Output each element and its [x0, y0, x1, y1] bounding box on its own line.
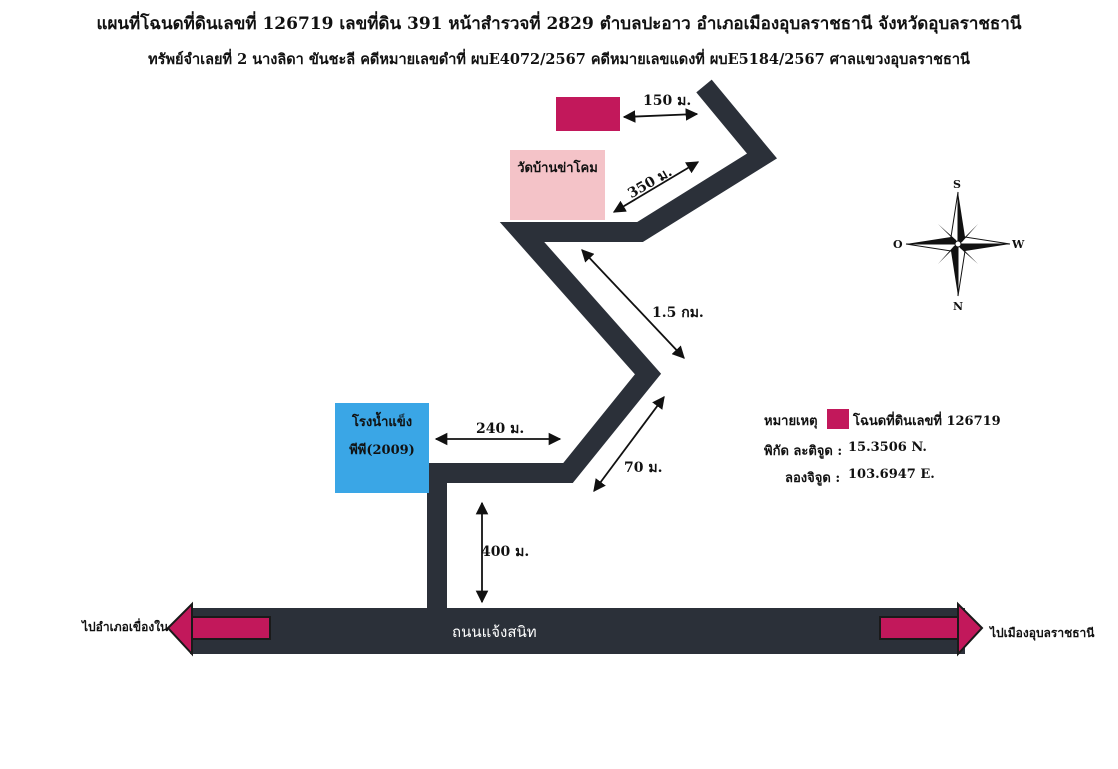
- compass-rose: [905, 191, 1011, 297]
- distance-arrows: [434, 108, 700, 604]
- ice-factory-label-2: พีพี(2009): [349, 442, 415, 458]
- distance-70m: 70 ม.: [624, 460, 663, 476]
- left-arrow-head: [166, 601, 193, 657]
- legend-lon-value: 103.6947 E.: [848, 467, 935, 482]
- right-arrow-head: [957, 601, 984, 657]
- legend-lon-label: ลองจิจูด :: [785, 471, 841, 486]
- legend-swatch: [827, 409, 849, 429]
- distance-150m: 150 ม.: [643, 93, 692, 109]
- legend-title: หมายเหตุ: [764, 414, 818, 429]
- legend-lat-value: 15.3506 N.: [848, 440, 927, 455]
- soi-label: ซอยหนองเป็ด: [411, 519, 426, 592]
- compass-top-letter: S: [953, 178, 961, 191]
- distance-400m: 400 ม.: [481, 544, 530, 560]
- left-arrow-body: [191, 616, 271, 640]
- right-arrow-body: [879, 616, 959, 640]
- temple-box: [510, 150, 605, 220]
- distance-240m: 240 ม.: [476, 421, 525, 437]
- legend-lat-label: พิกัด ละติจูด :: [764, 444, 843, 459]
- ice-factory-label-1: โรงน้ำแข็ง: [351, 414, 413, 430]
- to-right-label: ไปเมืองอุบลราชธานี: [990, 626, 1095, 640]
- compass-left-letter: O: [893, 238, 903, 251]
- map-subtitle: ทรัพย์จำเลยที่ 2 นางลิดา ขันชะลี คดีหมาย…: [148, 51, 970, 68]
- plot-marker: [556, 97, 620, 131]
- to-left-label: ไปอำเภอเขื่องใน: [82, 620, 169, 634]
- main-road-label: ถนนแจ้งสนิท: [452, 623, 537, 641]
- legend-item: โฉนดที่ดินเลขที่ 126719: [853, 414, 1001, 429]
- compass-right-letter: W: [1012, 238, 1025, 251]
- main-road: [190, 608, 965, 654]
- distance-1500m: 1.5 กม.: [652, 305, 704, 321]
- map-title: แผนที่โฉนดที่ดินเลขที่ 126719 เลขที่ดิน …: [96, 14, 1022, 34]
- temple-label: วัดบ้านข่าโคม: [517, 160, 598, 176]
- ice-factory-box: [335, 403, 429, 493]
- compass-bottom-letter: N: [953, 300, 964, 313]
